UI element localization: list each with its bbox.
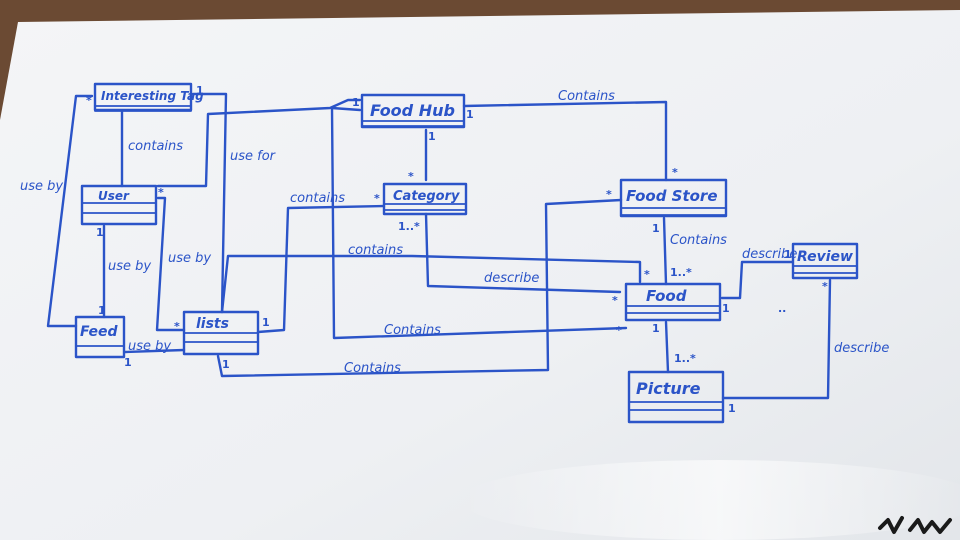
mult-store-left: * xyxy=(606,188,612,201)
assoc-tag-lists xyxy=(191,92,228,314)
class-food: Food xyxy=(624,282,722,322)
label-contains-store-food: Contains xyxy=(670,233,727,248)
multiplicities: * 1 * 1 1 1 * 1 1 1 1 1 * * 1..* * * 1 1… xyxy=(86,84,828,415)
assoc-user-lists xyxy=(155,196,186,332)
assoc-category-food xyxy=(424,212,622,294)
mult-category-bottom: 1..* xyxy=(398,220,420,233)
mult-food-top: 1..* xyxy=(670,266,692,279)
assoc-picture-review xyxy=(721,278,832,400)
mult-tag-right: 1 xyxy=(196,84,204,97)
assoc-lists-food xyxy=(220,254,642,314)
mult-review-bottom: * xyxy=(822,280,828,293)
class-review: Review xyxy=(791,242,859,280)
assoc-lists-category xyxy=(256,204,386,334)
class-feed: Feed xyxy=(74,315,126,359)
mult-feed-top: 1 xyxy=(98,304,106,317)
assoc-hub-food xyxy=(330,106,628,340)
association-labels: contains use by use for use by use by us… xyxy=(20,89,889,376)
label-contains-hub-food: Contains xyxy=(384,323,441,338)
class-name-category: Category xyxy=(393,189,460,204)
label-use-by-feed-lists: use by xyxy=(128,339,171,354)
mult-category-top: * xyxy=(408,170,414,183)
mult-store-top: * xyxy=(672,166,678,179)
class-user: User xyxy=(80,184,158,226)
class-name-review: Review xyxy=(797,249,853,265)
mult-food-left2: * xyxy=(612,294,618,307)
mult-food-left3: * xyxy=(616,324,622,337)
mult-review-left: 1 xyxy=(784,248,792,261)
label-contains-lists-store: Contains xyxy=(344,361,401,376)
class-name-picture: Picture xyxy=(636,379,701,398)
class-name-user: User xyxy=(98,189,130,203)
mult-feed-right: 1 xyxy=(124,356,132,369)
mult-food-bottom: 1 xyxy=(652,322,660,335)
mult-category-left: * xyxy=(374,192,380,205)
class-name-food: Food xyxy=(646,287,687,305)
label-use-by: use by xyxy=(20,179,63,194)
assoc-lists-store xyxy=(216,198,623,378)
mult-hub-right: 1 xyxy=(466,108,474,121)
class-name-food-store: Food Store xyxy=(626,187,718,205)
class-interesting-tag: Interesting Tag xyxy=(93,82,204,112)
assoc-user-foodhub xyxy=(156,98,362,188)
label-describe-review: describe xyxy=(742,247,797,262)
class-name-lists: lists xyxy=(196,316,229,332)
class-name-interesting-tag: Interesting Tag xyxy=(101,89,204,103)
assoc-store-food xyxy=(662,216,668,286)
mult-lists-left: * xyxy=(174,320,180,333)
class-category: Category xyxy=(382,182,468,216)
assoc-hub-store xyxy=(462,100,668,182)
class-name-feed: Feed xyxy=(80,324,118,340)
scribble-corner xyxy=(878,516,952,534)
mult-picture-top: 1..* xyxy=(674,352,696,365)
mult-hub-left: 1 xyxy=(352,96,360,109)
label-use-by-lists: use by xyxy=(168,251,211,266)
mult-user-right: * xyxy=(158,186,164,199)
mult-review-dots: .. xyxy=(778,302,786,315)
mult-hub-bottom: 1 xyxy=(428,130,436,143)
label-describe-category-food: describe xyxy=(484,271,539,286)
class-food-hub: Food Hub xyxy=(360,93,466,129)
label-contains: contains xyxy=(128,139,183,154)
mult-lists-bottom: 1 xyxy=(222,358,230,371)
label-use-for: use for xyxy=(230,149,277,164)
mult-user-bottom: 1 xyxy=(96,226,104,239)
associations xyxy=(46,92,832,400)
label-contains-food: contains xyxy=(348,243,403,258)
whiteboard-surface xyxy=(0,10,960,540)
glare xyxy=(460,460,960,540)
assoc-food-review xyxy=(720,260,794,300)
mult-picture-right: 1 xyxy=(728,402,736,415)
label-contains-category: contains xyxy=(290,191,345,206)
mult-food-left: * xyxy=(644,268,650,281)
label-describe-picture-review: describe xyxy=(834,341,889,356)
label-contains-hub-store: Contains xyxy=(558,89,615,104)
mult-store-bottom: 1 xyxy=(652,222,660,235)
assoc-tag-feed xyxy=(46,94,94,328)
class-name-food-hub: Food Hub xyxy=(370,101,455,120)
mult-lists-right: 1 xyxy=(262,316,270,329)
mult-food-right: 1 xyxy=(722,302,730,315)
mult-tag-left: * xyxy=(86,94,92,107)
assoc-feed-lists xyxy=(123,348,186,354)
class-food-store: Food Store xyxy=(619,178,728,218)
assoc-food-picture xyxy=(664,320,670,374)
label-use-by-feed: use by xyxy=(108,259,151,274)
